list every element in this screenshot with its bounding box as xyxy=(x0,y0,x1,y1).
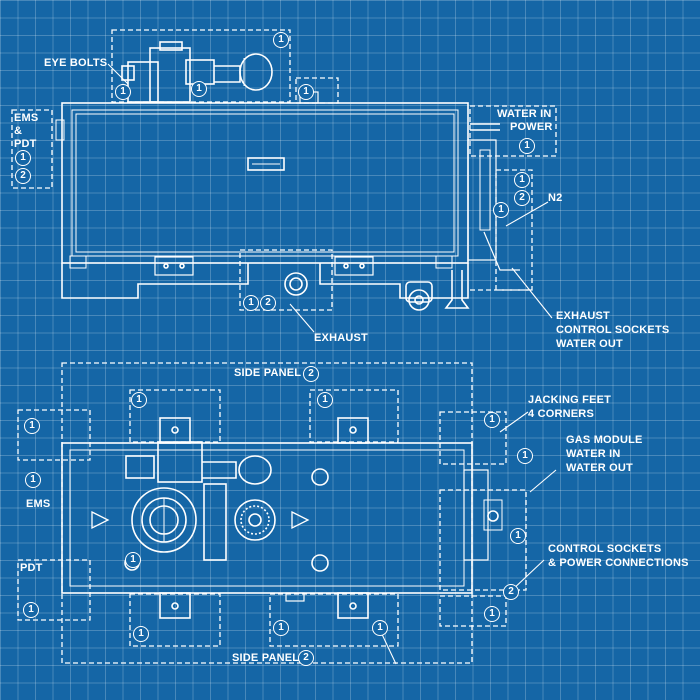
ref-marker-1: 1 xyxy=(125,552,141,568)
ref-marker-1: 1 xyxy=(298,84,314,100)
power-connections-label: & POWER CONNECTIONS xyxy=(548,557,689,569)
ref-marker-1: 1 xyxy=(493,202,509,218)
ref-marker-1: 1 xyxy=(243,295,259,311)
four-corners-label: 4 CORNERS xyxy=(528,408,594,420)
ref-marker-1: 1 xyxy=(317,392,333,408)
ref-marker-2: 2 xyxy=(260,295,276,311)
ref-marker-1: 1 xyxy=(133,626,149,642)
water-out-label: WATER OUT xyxy=(556,338,623,350)
exhaust-label: EXHAUST xyxy=(314,332,368,344)
pdt-label-bottom: PDT xyxy=(20,562,43,574)
ref-marker-2: 2 xyxy=(303,366,319,382)
water-in-label-2: WATER IN xyxy=(566,448,621,460)
ref-marker-2: 2 xyxy=(298,650,314,666)
ref-marker-1: 1 xyxy=(372,620,388,636)
ref-marker-1: 1 xyxy=(191,81,207,97)
n2-label: N2 xyxy=(548,192,563,204)
ref-marker-1: 1 xyxy=(519,138,535,154)
ref-marker-2: 2 xyxy=(503,584,519,600)
ref-marker-1: 1 xyxy=(15,150,31,166)
ref-marker-2: 2 xyxy=(15,168,31,184)
ref-marker-1: 1 xyxy=(273,620,289,636)
water-in-label: WATER IN xyxy=(497,108,552,120)
water-out-label-2: WATER OUT xyxy=(566,462,633,474)
ref-marker-1: 1 xyxy=(273,32,289,48)
ems-label-top: EMS xyxy=(14,112,39,124)
side-panel-bottom-label: SIDE PANEL xyxy=(232,652,300,664)
ref-marker-1: 1 xyxy=(510,528,526,544)
ref-marker-1: 1 xyxy=(25,472,41,488)
control-sockets-label-2: CONTROL SOCKETS xyxy=(548,543,662,555)
ref-marker-1: 1 xyxy=(115,84,131,100)
ref-marker-1: 1 xyxy=(514,172,530,188)
ref-marker-2: 2 xyxy=(514,190,530,206)
side-panel-top-label: SIDE PANEL xyxy=(234,367,302,379)
pdt-label-top: PDT xyxy=(14,138,37,150)
gas-module-label: GAS MODULE xyxy=(566,434,643,446)
control-sockets-label: CONTROL SOCKETS xyxy=(556,324,670,336)
ref-marker-1: 1 xyxy=(24,418,40,434)
power-label: POWER xyxy=(510,121,553,133)
ref-marker-1: 1 xyxy=(484,412,500,428)
top-leader-lines xyxy=(107,63,553,333)
ref-marker-1: 1 xyxy=(23,602,39,618)
exhaust-label-2: EXHAUST xyxy=(556,310,610,322)
eye-bolts-label: EYE BOLTS xyxy=(44,57,108,69)
plan-view xyxy=(61,417,503,619)
ref-marker-1: 1 xyxy=(131,392,147,408)
jacking-feet-label: JACKING FEET xyxy=(528,394,612,406)
top-clearance-zones xyxy=(11,29,557,311)
ref-marker-1: 1 xyxy=(484,606,500,622)
bottom-clearance-zones xyxy=(17,362,527,664)
ampersand-label: & xyxy=(14,125,23,137)
ems-label-bottom: EMS xyxy=(26,498,51,510)
ref-marker-1: 1 xyxy=(517,448,533,464)
